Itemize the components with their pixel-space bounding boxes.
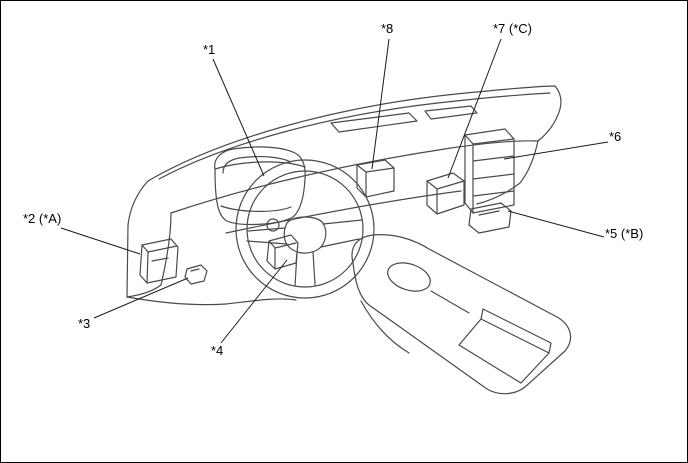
- callout-label-2: *2 (*A): [23, 211, 62, 226]
- leader-line-5: [507, 210, 605, 238]
- leader-line-3: [93, 277, 189, 319]
- leader-line-1: [212, 58, 265, 177]
- leader-line-7: [447, 38, 502, 179]
- leader-lines: [60, 38, 609, 344]
- component-5: [468, 202, 512, 234]
- callout-label-5: *5 (*B): [605, 226, 644, 241]
- steering-column: [266, 218, 299, 270]
- callout-label-1: *1: [203, 42, 216, 57]
- component-3: [184, 264, 208, 285]
- component-7: [426, 172, 465, 215]
- callout-label-4: *4: [211, 343, 224, 358]
- dashboard-body: [126, 85, 562, 306]
- steering-wheel: [235, 159, 375, 299]
- instrument-cluster: [214, 146, 306, 226]
- callout-label-8: *8: [381, 21, 394, 36]
- callout-label-3: *3: [78, 316, 91, 331]
- leader-line-2: [60, 227, 141, 255]
- callout-label-6: *6: [609, 129, 622, 144]
- leader-line-6: [503, 141, 609, 160]
- component-8: [356, 159, 395, 198]
- callout-label-7: *7 (*C): [493, 21, 533, 36]
- component-2: [139, 238, 179, 284]
- leader-line-4: [220, 259, 288, 344]
- leader-line-8: [371, 38, 390, 170]
- center-console: [351, 234, 572, 395]
- component-6: [464, 128, 515, 214]
